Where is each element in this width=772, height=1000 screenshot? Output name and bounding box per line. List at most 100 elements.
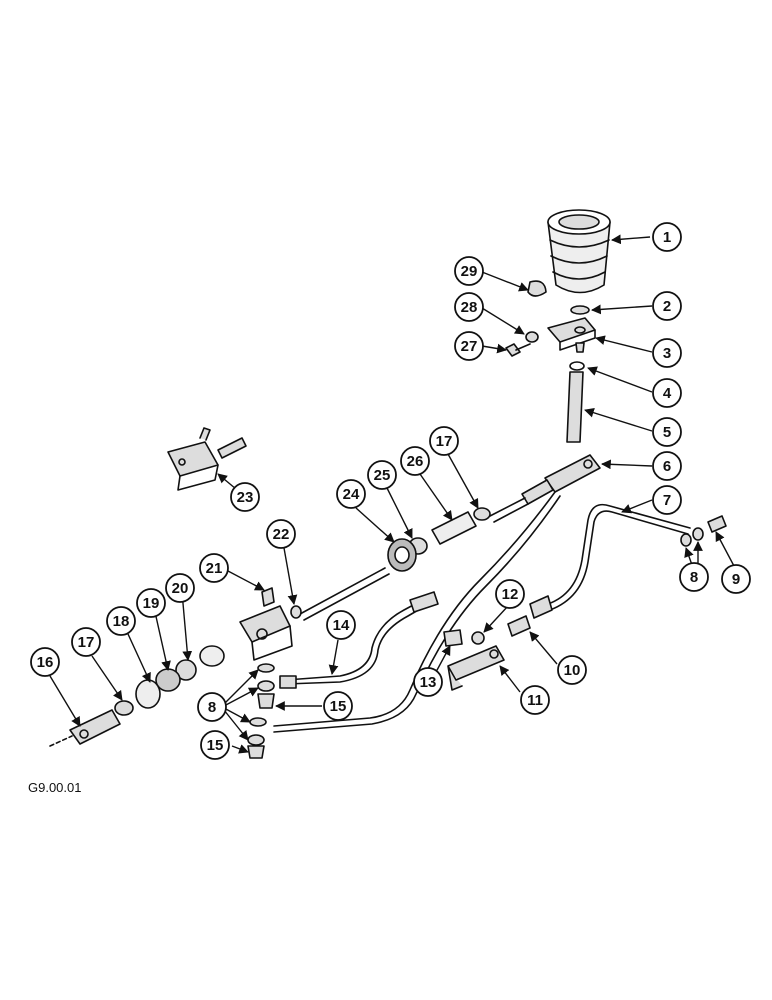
bracket-fitting: [575, 342, 585, 353]
bleed-nipple: [261, 587, 275, 607]
callout-19-label: 19: [143, 595, 160, 612]
callout-8a-label: 8: [208, 699, 216, 716]
callout-24: 24: [336, 479, 366, 509]
callout-11-label: 11: [527, 692, 543, 709]
callout-22-label: 22: [273, 526, 290, 543]
callout-4: 4: [652, 378, 682, 408]
bolt: [505, 343, 531, 357]
callout-7: 7: [652, 485, 682, 515]
pipe-nut: [409, 591, 439, 613]
callout-21: 21: [199, 553, 229, 583]
callout-20: 20: [165, 573, 195, 603]
clevis-pin: [79, 729, 89, 739]
leader-20: [181, 591, 193, 661]
clevis-left: [69, 709, 121, 745]
callout-27-label: 27: [461, 338, 478, 355]
leader-18: [127, 633, 151, 683]
callout-2: 2: [652, 291, 682, 321]
leader-25: [386, 487, 413, 539]
callout-10: 10: [557, 655, 587, 685]
leader-8a-3: [223, 707, 251, 723]
reservoir: [547, 209, 611, 294]
callout-15a: 15: [323, 691, 353, 721]
callout-16: 16: [30, 647, 60, 677]
spring-seat: [290, 605, 302, 619]
washer-right: [680, 533, 692, 547]
callout-8a: 8: [197, 692, 227, 722]
callout-14-label: 14: [333, 617, 350, 634]
leader-4: [587, 366, 653, 393]
callout-1: 1: [652, 222, 682, 252]
bolt-13: [443, 629, 463, 647]
bracket-11: [447, 645, 505, 691]
callout-12-label: 12: [502, 586, 519, 603]
callout-16-label: 16: [37, 654, 54, 671]
callout-17b-label: 17: [436, 433, 453, 450]
leader-8b-a: [684, 547, 694, 566]
banjo-union: [247, 663, 275, 759]
callout-8b-label: 8: [690, 569, 698, 586]
washer-right-2: [692, 527, 704, 541]
callout-12: 12: [495, 579, 525, 609]
leader-13: [435, 645, 451, 673]
callout-6: 6: [652, 451, 682, 481]
leader-27: [481, 343, 507, 354]
leader-1: [611, 234, 651, 245]
brake-pipe-right: [547, 503, 691, 605]
clevis: [521, 454, 601, 505]
leader-2: [591, 304, 653, 315]
leader-8a-1: [223, 669, 259, 705]
callout-6-label: 6: [663, 458, 671, 475]
leader-19: [154, 611, 171, 671]
adapter: [507, 615, 531, 637]
brake-pipe-upper: [285, 595, 431, 681]
callout-22: 22: [266, 519, 296, 549]
leader-22: [283, 547, 298, 605]
bolt-right: [707, 515, 727, 533]
callout-9-label: 9: [732, 571, 740, 588]
callout-1-label: 1: [663, 229, 671, 246]
clevis-line: [49, 735, 73, 747]
figure-code: G9.00.01: [28, 780, 82, 795]
callout-28: 28: [454, 292, 484, 322]
locknut-left: [114, 700, 134, 716]
leader-21: [227, 570, 265, 591]
leader-11: [499, 665, 521, 693]
callout-4-label: 4: [663, 385, 672, 402]
callout-17b: 17: [429, 426, 459, 456]
callout-27: 27: [454, 331, 484, 361]
piston-seal-inner: [394, 546, 410, 564]
callout-18-label: 18: [113, 613, 130, 630]
callout-14: 14: [326, 610, 356, 640]
callout-3-label: 3: [663, 345, 671, 362]
leader-16: [49, 675, 81, 727]
spring: [199, 645, 225, 667]
leader-14: [328, 639, 339, 675]
callout-13-label: 13: [420, 674, 437, 691]
dust-boot: [135, 679, 161, 709]
callout-5-label: 5: [663, 424, 671, 441]
leader-10: [529, 631, 558, 665]
leader-3: [595, 335, 653, 353]
small-washer: [525, 331, 539, 343]
callout-5: 5: [652, 417, 682, 447]
callout-17a: 17: [71, 627, 101, 657]
leader-8a-4: [223, 709, 249, 741]
callout-13: 13: [413, 667, 443, 697]
pipe-nut-right: [529, 595, 553, 619]
leader-26: [419, 473, 453, 521]
bleed-block: [167, 427, 247, 491]
callout-2-label: 2: [663, 298, 671, 315]
leader-29: [481, 271, 529, 292]
callout-3: 3: [652, 338, 682, 368]
washer: [570, 305, 590, 315]
callout-23-label: 23: [237, 489, 254, 506]
leader-8a-2: [223, 687, 259, 707]
brake-pipe-right-2: [549, 510, 689, 611]
callout-10-label: 10: [564, 662, 581, 679]
feed-hose: [566, 371, 584, 443]
bracket-11-hole: [489, 649, 499, 659]
callout-15a-label: 15: [330, 698, 347, 715]
brake-pipe-upper-2: [285, 601, 433, 685]
